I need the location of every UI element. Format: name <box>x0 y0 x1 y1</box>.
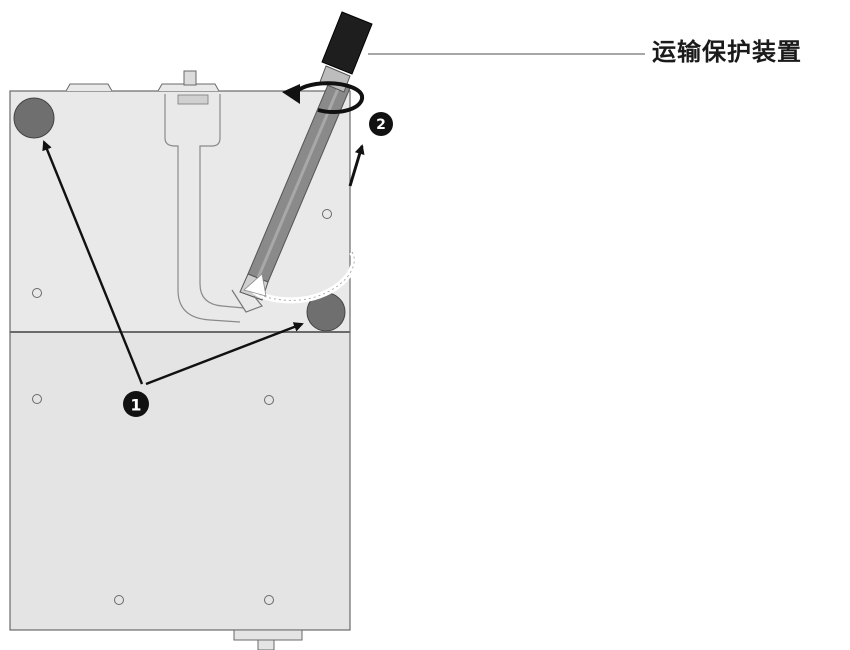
rotation-arrow-base-head <box>243 273 267 297</box>
screw-hole <box>32 288 42 298</box>
screw-hole <box>264 595 274 605</box>
transport-bolt <box>231 11 373 313</box>
pointer-arrow-to-right-foot <box>145 322 304 386</box>
rotation-arrow-top <box>292 81 364 115</box>
hose-outline <box>164 94 241 323</box>
screw-hole <box>264 395 274 405</box>
transport-protection-label: 运输保护装置 <box>652 38 802 66</box>
hose-outline-inner <box>199 94 245 309</box>
step-marker-2: 2 <box>369 112 393 136</box>
screw-hole <box>322 209 332 219</box>
screw-hole <box>32 394 42 404</box>
bottom-post <box>257 639 275 650</box>
screw-hole <box>114 595 124 605</box>
bottom-tab <box>233 629 303 641</box>
rotation-arrow-top-head <box>282 84 300 104</box>
top-tab-left <box>65 83 113 92</box>
step-marker-1-label: 1 <box>130 396 141 415</box>
pointer-arrow-to-top-foot <box>42 140 144 385</box>
hose-top-block <box>177 94 209 105</box>
foot-cap-top-left <box>13 97 55 139</box>
bolt-knob <box>321 11 373 75</box>
upper-panel <box>9 90 351 333</box>
step-marker-2-label: 2 <box>376 117 386 133</box>
pull-out-arrow <box>348 144 365 187</box>
lower-panel <box>9 331 351 631</box>
bolt-clip <box>231 289 263 313</box>
top-post <box>183 70 197 86</box>
step-marker-1: 1 <box>123 391 149 417</box>
